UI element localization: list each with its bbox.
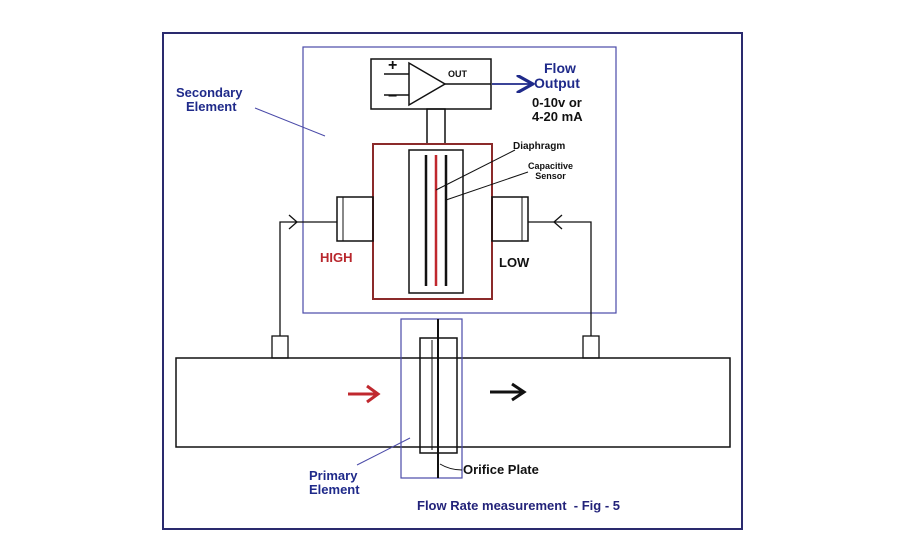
capacitive-sensor-leader — [445, 171, 529, 201]
low-impulse-arrow — [553, 214, 563, 230]
low-port-flange — [491, 196, 529, 242]
upstream-flow-arrow — [348, 384, 381, 404]
output-range-label: 0-10v or 4-20 mA — [532, 95, 583, 125]
outer-frame — [162, 32, 743, 530]
downstream-flow-arrow — [490, 382, 527, 402]
diaphragm-label: Diaphragm — [513, 141, 566, 152]
primary-element-line-1: Primary — [309, 468, 358, 483]
capacitive-sensor-label: Capacitive Sensor — [528, 161, 574, 182]
secondary-element-box — [302, 46, 617, 314]
primary-element-label: Primary Element — [309, 468, 360, 498]
secondary-element-line-1: Secondary — [176, 85, 243, 100]
sensor-inner-cell — [408, 149, 464, 294]
secondary-element-label: Secondary Element — [176, 85, 243, 115]
output-range-line-2: 4-20 mA — [532, 109, 583, 125]
orifice-plate-leader — [439, 463, 463, 471]
high-impulse-arrow — [288, 214, 298, 230]
figure-caption: Flow Rate measurement - Fig - 5 — [417, 498, 620, 513]
high-impulse-line — [279, 221, 337, 340]
sensor-housing — [372, 143, 493, 300]
secondary-element-line-2: Element — [186, 99, 237, 115]
low-impulse-line — [528, 221, 592, 340]
primary-element-line-2: Element — [309, 482, 360, 498]
low-pipe-tap — [582, 335, 600, 359]
capacitive-sensor-line-1: Capacitive — [528, 161, 574, 171]
amp-sensor-connector — [426, 108, 446, 145]
high-label: HIGH — [320, 250, 353, 265]
diaphragm-leader — [435, 149, 516, 191]
output-range-line-1: 0-10v or — [532, 95, 582, 110]
amplifier-triangle — [408, 61, 447, 107]
flow-output-line-2: Output — [534, 75, 580, 92]
primary-element-leader — [356, 437, 411, 466]
flow-output-label: Flow Output — [534, 60, 580, 92]
pipe — [175, 357, 731, 448]
amp-out-label: OUT — [448, 69, 467, 79]
amp-plus-label: + — [388, 57, 398, 74]
high-pipe-tap — [271, 335, 289, 359]
high-port-flange — [336, 196, 374, 242]
low-label: LOW — [499, 255, 530, 270]
orifice-plate-label: Orifice Plate — [463, 462, 539, 477]
primary-element-box — [400, 318, 463, 479]
capacitive-sensor-line-2: Sensor — [535, 170, 566, 181]
flow-output-line-1: Flow — [544, 60, 576, 76]
amp-minus-label: − — [388, 88, 398, 105]
secondary-element-leader — [254, 107, 326, 137]
